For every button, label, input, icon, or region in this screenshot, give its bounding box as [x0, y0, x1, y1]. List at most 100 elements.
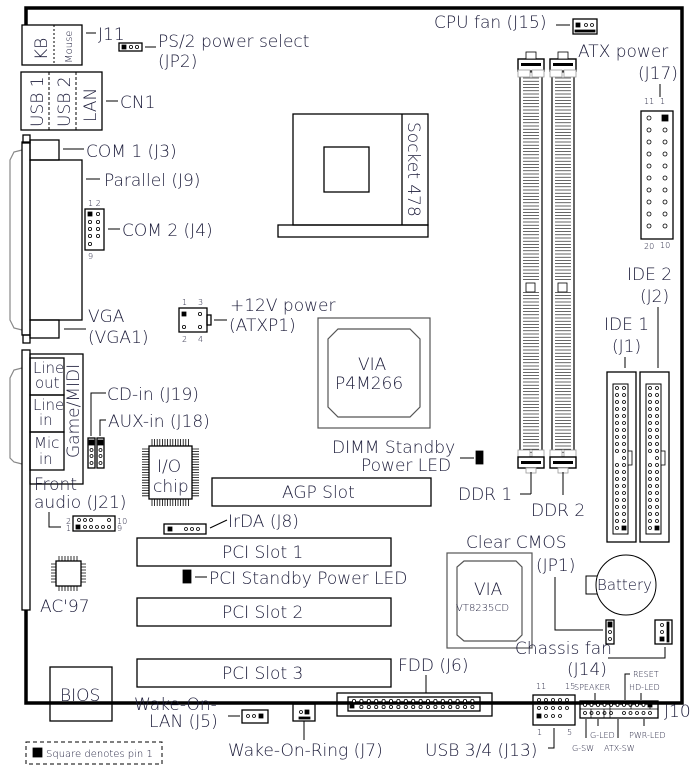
ps2-power-select-jumper[interactable]: [118, 42, 143, 52]
line-out-label: Line: [33, 359, 64, 377]
aux-in-label: AUX-in (J18): [108, 412, 210, 432]
clear-cmos-jumper[interactable]: [605, 619, 615, 645]
ide2-connector[interactable]: [639, 371, 670, 543]
wol-label: Wake-On-: [134, 695, 217, 715]
ddr2-slot[interactable]: [549, 51, 577, 474]
kb-mouse-port: KB Mouse: [21, 24, 83, 66]
j11-label: J11: [98, 25, 125, 45]
pin1-square-icon: [32, 747, 43, 758]
atx-power-connector[interactable]: [640, 110, 674, 240]
usb34-pin-1: 1: [537, 728, 542, 737]
ddr1-slot[interactable]: [517, 51, 545, 474]
clear-cmos-id: (JP1): [536, 556, 575, 576]
bios-chip: [49, 666, 113, 722]
wol-id: LAN (J5): [149, 712, 218, 732]
battery: Battery: [585, 554, 657, 616]
usb34-pin-5: 5: [567, 728, 572, 737]
usb34-header[interactable]: [532, 694, 576, 726]
com2-label: COM 2 (J4): [122, 221, 213, 241]
front-panel-header[interactable]: [579, 700, 659, 719]
usb2-label: USB 2: [55, 76, 75, 127]
front-audio-header[interactable]: [72, 515, 116, 532]
line-in-label: Line: [33, 396, 64, 414]
front-audio-label: Front: [34, 475, 77, 495]
atx-sw-label: ATX-SW: [604, 744, 635, 753]
g-led-label: G-LED: [590, 731, 615, 740]
cpu-socket: Socket 478: [277, 113, 429, 238]
usb-lan-port: USB 1 USB 2 LAN: [20, 71, 103, 131]
atx-power-label: ATX power: [578, 42, 668, 62]
fdd-label: FDD (J6): [398, 656, 468, 676]
ddr2-label: DDR 2: [531, 501, 585, 521]
clear-cmos-label: Clear CMOS: [466, 533, 567, 553]
p12v-power-connector[interactable]: [178, 307, 212, 333]
wake-on-ring-header[interactable]: [292, 703, 316, 722]
northbridge-label: VIA: [358, 355, 387, 375]
atx-pin-10: 10: [660, 241, 670, 250]
ide1-id: (J1): [612, 337, 641, 357]
vga-id: (VGA1): [88, 328, 149, 348]
line-in-label-2: in: [39, 411, 53, 429]
chassis-fan-label: Chassis fan: [515, 639, 612, 659]
game-midi-label: Game/MIDI: [64, 364, 84, 458]
pwr-led-label: PWR-LED: [629, 731, 666, 740]
fdd-connector[interactable]: [336, 692, 493, 717]
irda-header[interactable]: [163, 523, 207, 535]
fa-pin-1: 1: [66, 524, 71, 533]
p12v-pin-4: 4: [198, 335, 203, 344]
pci-led-label: PCI Standby Power LED: [209, 569, 407, 589]
fa-pin-2: 2: [66, 517, 71, 526]
g-sw-label: G-SW: [572, 744, 594, 753]
legend-text: Square denotes pin 1: [46, 749, 153, 760]
pci-slot-2: [136, 597, 392, 627]
mic-in-label-2: in: [39, 450, 53, 468]
atx-pin-11: 11: [644, 97, 654, 106]
cd-in-label: CD-in (J19): [107, 385, 199, 405]
battery-label: Battery: [597, 576, 652, 594]
pci-slot-3-label: PCI Slot 3: [222, 664, 303, 684]
pci-slot-1: [136, 537, 392, 567]
mouse-label: Mouse: [64, 31, 75, 63]
cd-in-header[interactable]: [87, 437, 96, 469]
atx-pin-20: 20: [644, 242, 654, 251]
wor-label: Wake-On-Ring (J7): [228, 741, 383, 761]
southbridge-chip: VIA VT8235CD: [446, 552, 533, 649]
pci-slot-1-label: PCI Slot 1: [222, 543, 303, 563]
io-chip: I/O chip: [142, 439, 199, 506]
agp-slot: [211, 477, 432, 507]
dimm-led-label: DIMM Standby: [332, 438, 455, 458]
mic-in-label: Mic: [34, 434, 59, 452]
com2-pin-top: 1 2: [88, 199, 101, 208]
com2-header[interactable]: [84, 208, 105, 251]
southbridge-model: VT8235CD: [456, 603, 509, 614]
p12v-pin-3: 3: [198, 298, 203, 307]
ide1-connector[interactable]: [606, 371, 637, 543]
aux-in-header[interactable]: [96, 437, 105, 469]
p12v-label: +12V power: [230, 296, 335, 316]
com-parallel-vga-stack: [9, 134, 83, 344]
wake-on-lan-header[interactable]: [241, 709, 269, 724]
ide2-label: IDE 2: [627, 265, 672, 285]
usb34-pin-11: 11: [536, 682, 546, 691]
chassis-fan-header[interactable]: [654, 619, 673, 645]
ps2-power-id: (JP2): [158, 52, 197, 72]
fa-pin-9: 9: [117, 524, 122, 533]
legend-box: [25, 741, 163, 765]
reset-label: RESET: [633, 670, 659, 679]
audio-jack-stack: Line out Line in Mic in Game/MIDI: [9, 349, 84, 611]
vga-label: VGA: [88, 307, 125, 327]
com2-pin-bottom: 9: [88, 252, 93, 261]
cpu-fan-header[interactable]: [572, 18, 598, 35]
cpu-fan-label: CPU fan (J15): [434, 13, 546, 33]
ac97-label: AC'97: [40, 597, 90, 617]
ide2-id: (J2): [640, 287, 669, 307]
southbridge-label: VIA: [474, 580, 503, 600]
agp-slot-label: AGP Slot: [282, 483, 355, 503]
board-outline: [24, 6, 684, 705]
ddr1-label: DDR 1: [458, 485, 512, 505]
com1-label: COM 1 (J3): [86, 142, 177, 162]
atx-pin-1: 1: [660, 97, 665, 106]
kb-label: KB: [32, 38, 52, 60]
ps2-power-label: PS/2 power select: [158, 32, 309, 52]
